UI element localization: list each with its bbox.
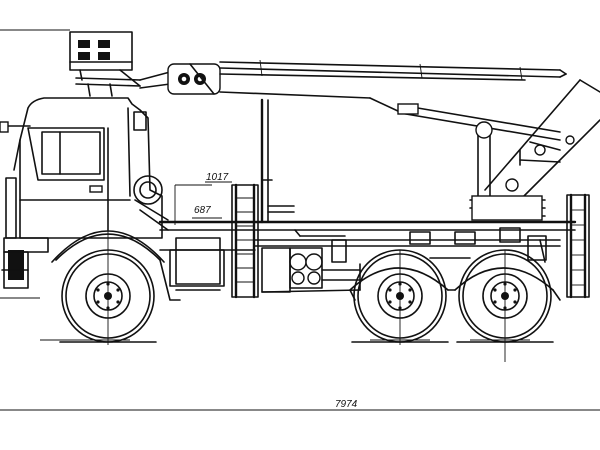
truck-chassis <box>158 98 577 293</box>
dimension-lines <box>0 29 600 411</box>
stanchion-rear <box>566 193 590 299</box>
height-upper-dimension: 1017 <box>206 172 229 183</box>
rear-wheel <box>458 249 552 343</box>
height-lower-dimension: 687 <box>194 205 211 216</box>
truck-cab <box>0 97 169 289</box>
overall-length-dimension: 7974 <box>335 399 358 410</box>
stanchion-front <box>231 183 259 299</box>
crane-control-box <box>69 31 141 97</box>
front-wheel <box>61 249 155 343</box>
crane-boom <box>139 59 600 221</box>
